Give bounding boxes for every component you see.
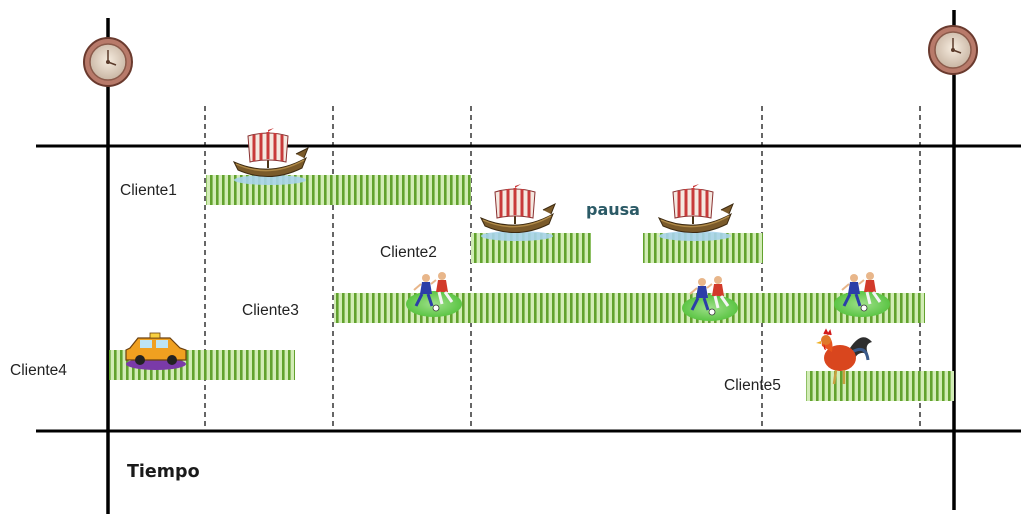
cliente4-label: Cliente4	[10, 362, 67, 379]
cliente3-label: Cliente3	[242, 302, 299, 319]
cliente1-label: Cliente1	[120, 182, 177, 199]
cliente5-label: Cliente5	[724, 377, 781, 394]
clock-icon	[83, 37, 133, 87]
taxi-car-icon	[125, 332, 187, 370]
clock-icon	[928, 25, 978, 75]
time-axis-label: Tiempo	[127, 462, 200, 482]
pause-label: pausa	[586, 200, 640, 219]
rooster-icon	[816, 328, 872, 385]
cliente2-label: Cliente2	[380, 244, 437, 261]
sailing-ship-icon	[657, 182, 735, 243]
sailing-ship-icon	[479, 182, 557, 243]
cliente5-bar	[806, 371, 954, 401]
